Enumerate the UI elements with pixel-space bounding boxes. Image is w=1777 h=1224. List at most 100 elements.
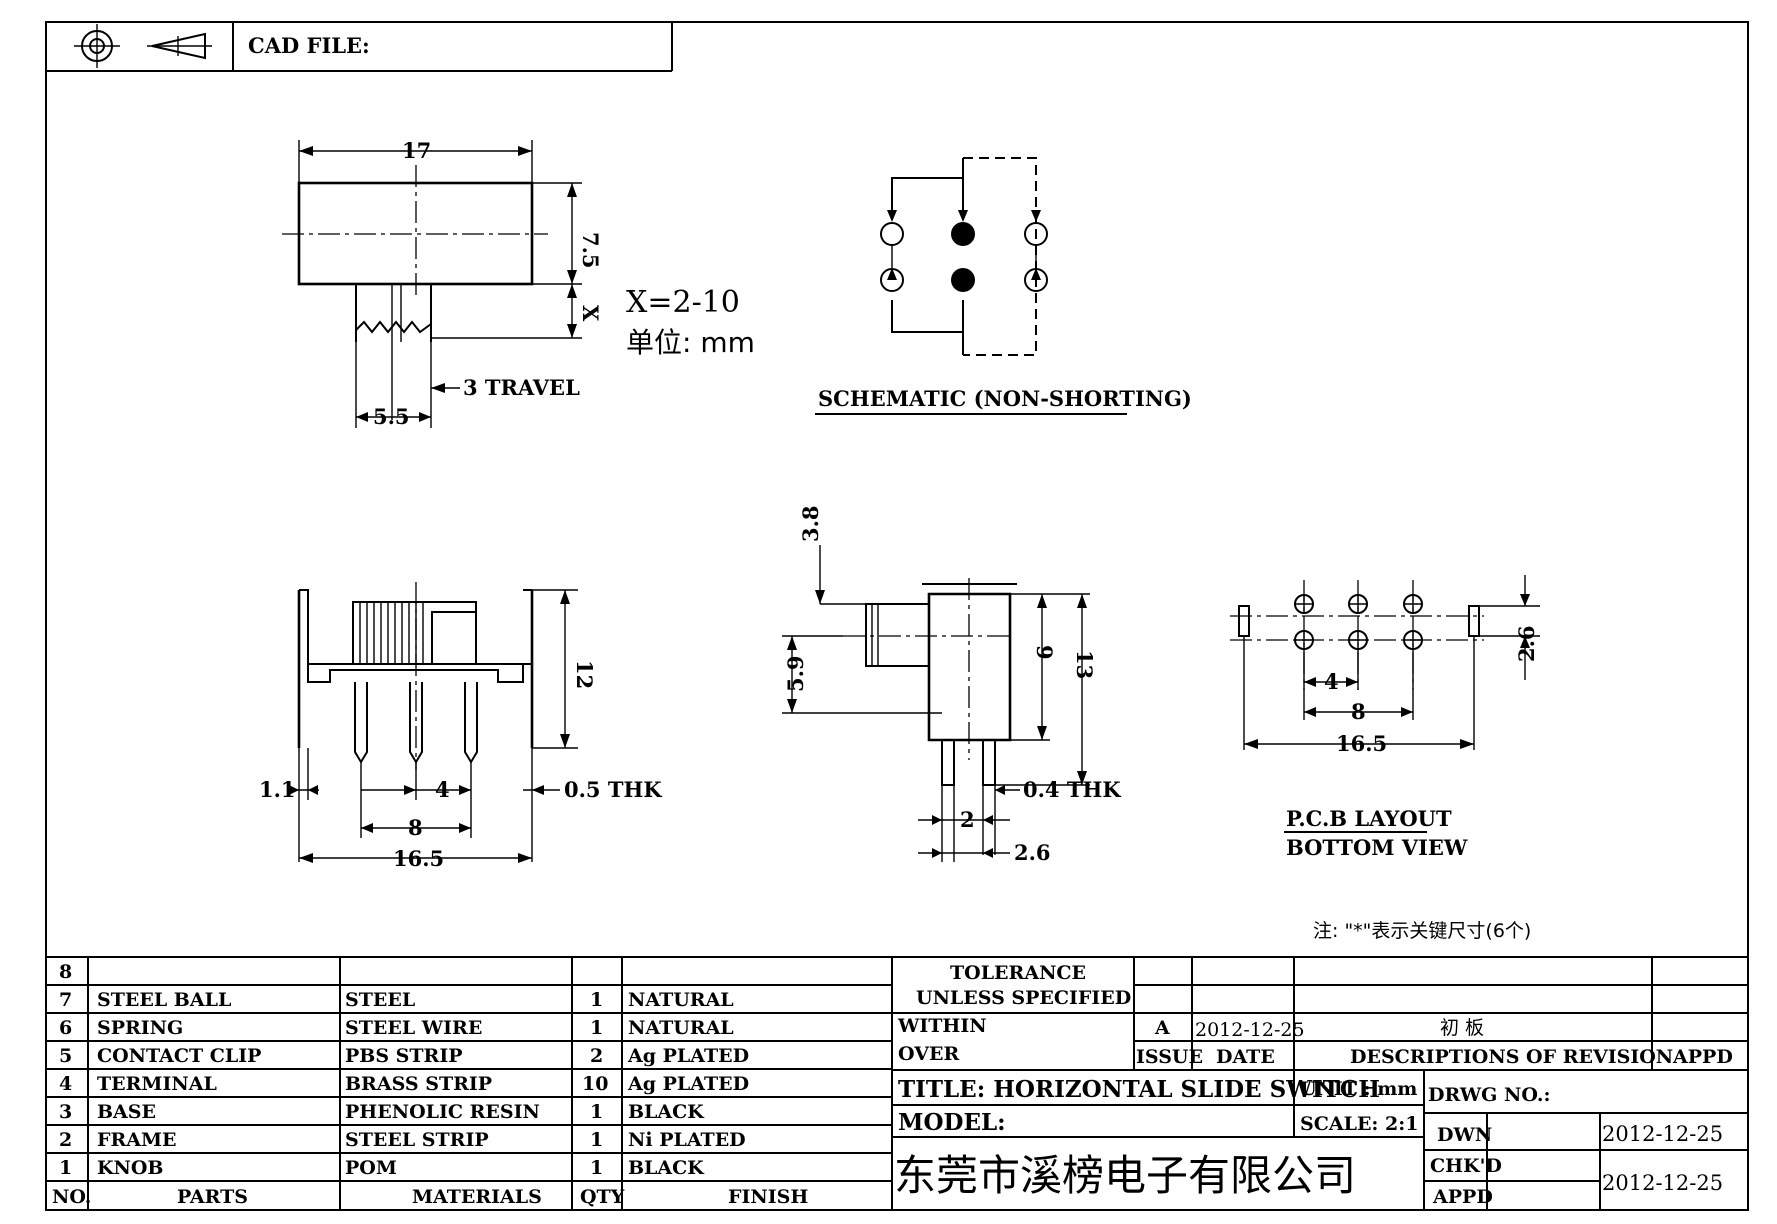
bom-part: TERMINAL (97, 1073, 217, 1095)
pcb-dim-8: 8 (1351, 699, 1366, 724)
bom-row-1: 1 KNOB POM 1 BLACK (59, 1157, 705, 1179)
dim-x: X (578, 305, 603, 322)
bom-qty: 2 (590, 1045, 603, 1067)
bom-no: 5 (59, 1045, 72, 1067)
bom-qty: 1 (590, 1129, 603, 1151)
pcb-dim-16-5: 16.5 (1336, 731, 1387, 756)
bom-finish: Ag PLATED (627, 1045, 749, 1067)
bom-finish: NATURAL (628, 1017, 734, 1039)
pcb-label-line1: P.C.B LAYOUT (1286, 806, 1452, 831)
bom-row-3: 3 BASE PHENOLIC RESIN 1 BLACK (59, 1101, 705, 1123)
bom-material: BRASS STRIP (345, 1073, 492, 1095)
dim-height-7-5: 7.5 (578, 232, 603, 269)
dim-travel: 3 TRAVEL (463, 375, 580, 400)
bom-row-2: 2 FRAME STEEL STRIP 1 Ni PLATED (59, 1129, 746, 1151)
pcb-label-line2: BOTTOM VIEW (1286, 835, 1468, 860)
bom-header-row: NO. PARTS MATERIALS QTY FINISH (52, 1186, 808, 1208)
bom-row-7: 7 STEEL BALL STEEL 1 NATURAL (59, 989, 734, 1011)
front-view (288, 582, 578, 863)
bom-finish: NATURAL (628, 989, 734, 1011)
key-dimension-note: 注: "*"表示关键尺寸(6个) (1313, 920, 1531, 942)
bom-qty: 1 (590, 989, 603, 1011)
bom-material: PHENOLIC RESIN (345, 1101, 540, 1123)
side-dim-2-6: 2.6 (1014, 840, 1051, 865)
bom-part: CONTACT CLIP (97, 1045, 261, 1067)
pcb-dim-2-6: 2.6 (1514, 625, 1539, 662)
bom-finish: BLACK (628, 1157, 705, 1179)
front-dim-1-1: 1.1 (259, 777, 296, 802)
chkd-label: CHK'D (1430, 1155, 1502, 1177)
pcb-layout (1230, 575, 1540, 833)
model-label: MODEL: (898, 1109, 1006, 1136)
bom-header-parts: PARTS (177, 1186, 248, 1208)
bom-part: SPRING (97, 1017, 183, 1039)
x-range-note: X=2-10 (626, 285, 740, 320)
within-label: WITHIN (897, 1015, 987, 1037)
bom-header-no: NO. (52, 1186, 91, 1208)
bom-qty: 1 (590, 1157, 603, 1179)
title-block-grid (892, 957, 1748, 1210)
bom-header-qty: QTY (580, 1186, 625, 1208)
bom-no: 8 (59, 961, 72, 983)
bom-part: STEEL BALL (97, 989, 231, 1011)
front-thickness: 0.5 THK (564, 777, 662, 802)
side-thickness: 0.4 THK (1023, 777, 1121, 802)
drwg-no-label: DRWG NO.: (1428, 1084, 1550, 1106)
drawing-title: TITLE: HORIZONTAL SLIDE SWITCH (898, 1076, 1380, 1103)
bom-row-5: 5 CONTACT CLIP PBS STRIP 2 Ag PLATED (59, 1045, 749, 1067)
top-view (282, 140, 582, 428)
dwn-date: 2012-12-25 (1602, 1122, 1723, 1146)
side-view (782, 545, 1090, 862)
company-name: 东莞市溪榜电子有限公司 (894, 1151, 1356, 1200)
bom-row-4: 4 TERMINAL BRASS STRIP 10 Ag PLATED (59, 1073, 749, 1095)
bom-material: STEEL WIRE (345, 1017, 482, 1039)
dwn-label: DWN (1437, 1124, 1492, 1146)
bom-no: 3 (59, 1101, 72, 1123)
bom-qty: 1 (590, 1017, 603, 1039)
schematic-label: SCHEMATIC (NON-SHORTING) (818, 386, 1192, 411)
dim-knob-5-5: 5.5 (373, 404, 410, 429)
bom-no: 1 (59, 1157, 72, 1179)
front-dim-8: 8 (408, 815, 423, 840)
bom-part: KNOB (97, 1157, 164, 1179)
front-dim-4: 4 (435, 777, 450, 802)
date-label: DATE (1216, 1046, 1275, 1068)
sheet-border (45, 21, 1749, 1211)
revision-description: 初 板 (1440, 1017, 1484, 1039)
unit-note: 单位: mm (626, 326, 755, 359)
issue-label: ISSUE (1136, 1046, 1203, 1068)
first-angle-projection-icon (74, 24, 212, 68)
front-dim-16-5: 16.5 (393, 846, 444, 871)
bom-header-materials: MATERIALS (412, 1186, 542, 1208)
bom-no: 6 (59, 1017, 72, 1039)
unit-label: UNIT : mm (1300, 1078, 1417, 1100)
bom-finish: Ni PLATED (628, 1129, 746, 1151)
cad-file-label: CAD FILE: (248, 33, 370, 58)
appd-label: APPD (1672, 1046, 1733, 1068)
bom-table-grid (46, 956, 1748, 1210)
scale-label: SCALE: 2:1 (1300, 1113, 1419, 1135)
bom-no: 7 (59, 989, 72, 1011)
over-label: OVER (898, 1043, 959, 1065)
bom-qty: 10 (582, 1073, 608, 1095)
tolerance-label: TOLERANCE (950, 962, 1086, 984)
revision-letter: A (1154, 1017, 1170, 1039)
bom-row-8: 8 (59, 961, 72, 983)
chk-date: 2012-12-25 (1602, 1171, 1723, 1195)
bom-qty: 1 (590, 1101, 603, 1123)
bom-material: PBS STRIP (345, 1045, 463, 1067)
bom-no: 2 (59, 1129, 72, 1151)
bom-material: POM (345, 1157, 397, 1179)
bom-finish: BLACK (628, 1101, 705, 1123)
side-dim-3-8: 3.8 (798, 505, 823, 542)
bom-no: 4 (59, 1073, 72, 1095)
dim-width-17: 17 (402, 138, 431, 163)
bom-part: BASE (97, 1101, 156, 1123)
pcb-dim-4: 4 (1324, 669, 1339, 694)
bom-header-finish: FINISH (728, 1186, 808, 1208)
descriptions-label: DESCRIPTIONS OF REVISION (1350, 1046, 1673, 1068)
bom-row-6: 6 SPRING STEEL WIRE 1 NATURAL (59, 1017, 734, 1039)
appd-signoff-label: APPD (1432, 1186, 1493, 1208)
bom-finish: Ag PLATED (627, 1073, 749, 1095)
